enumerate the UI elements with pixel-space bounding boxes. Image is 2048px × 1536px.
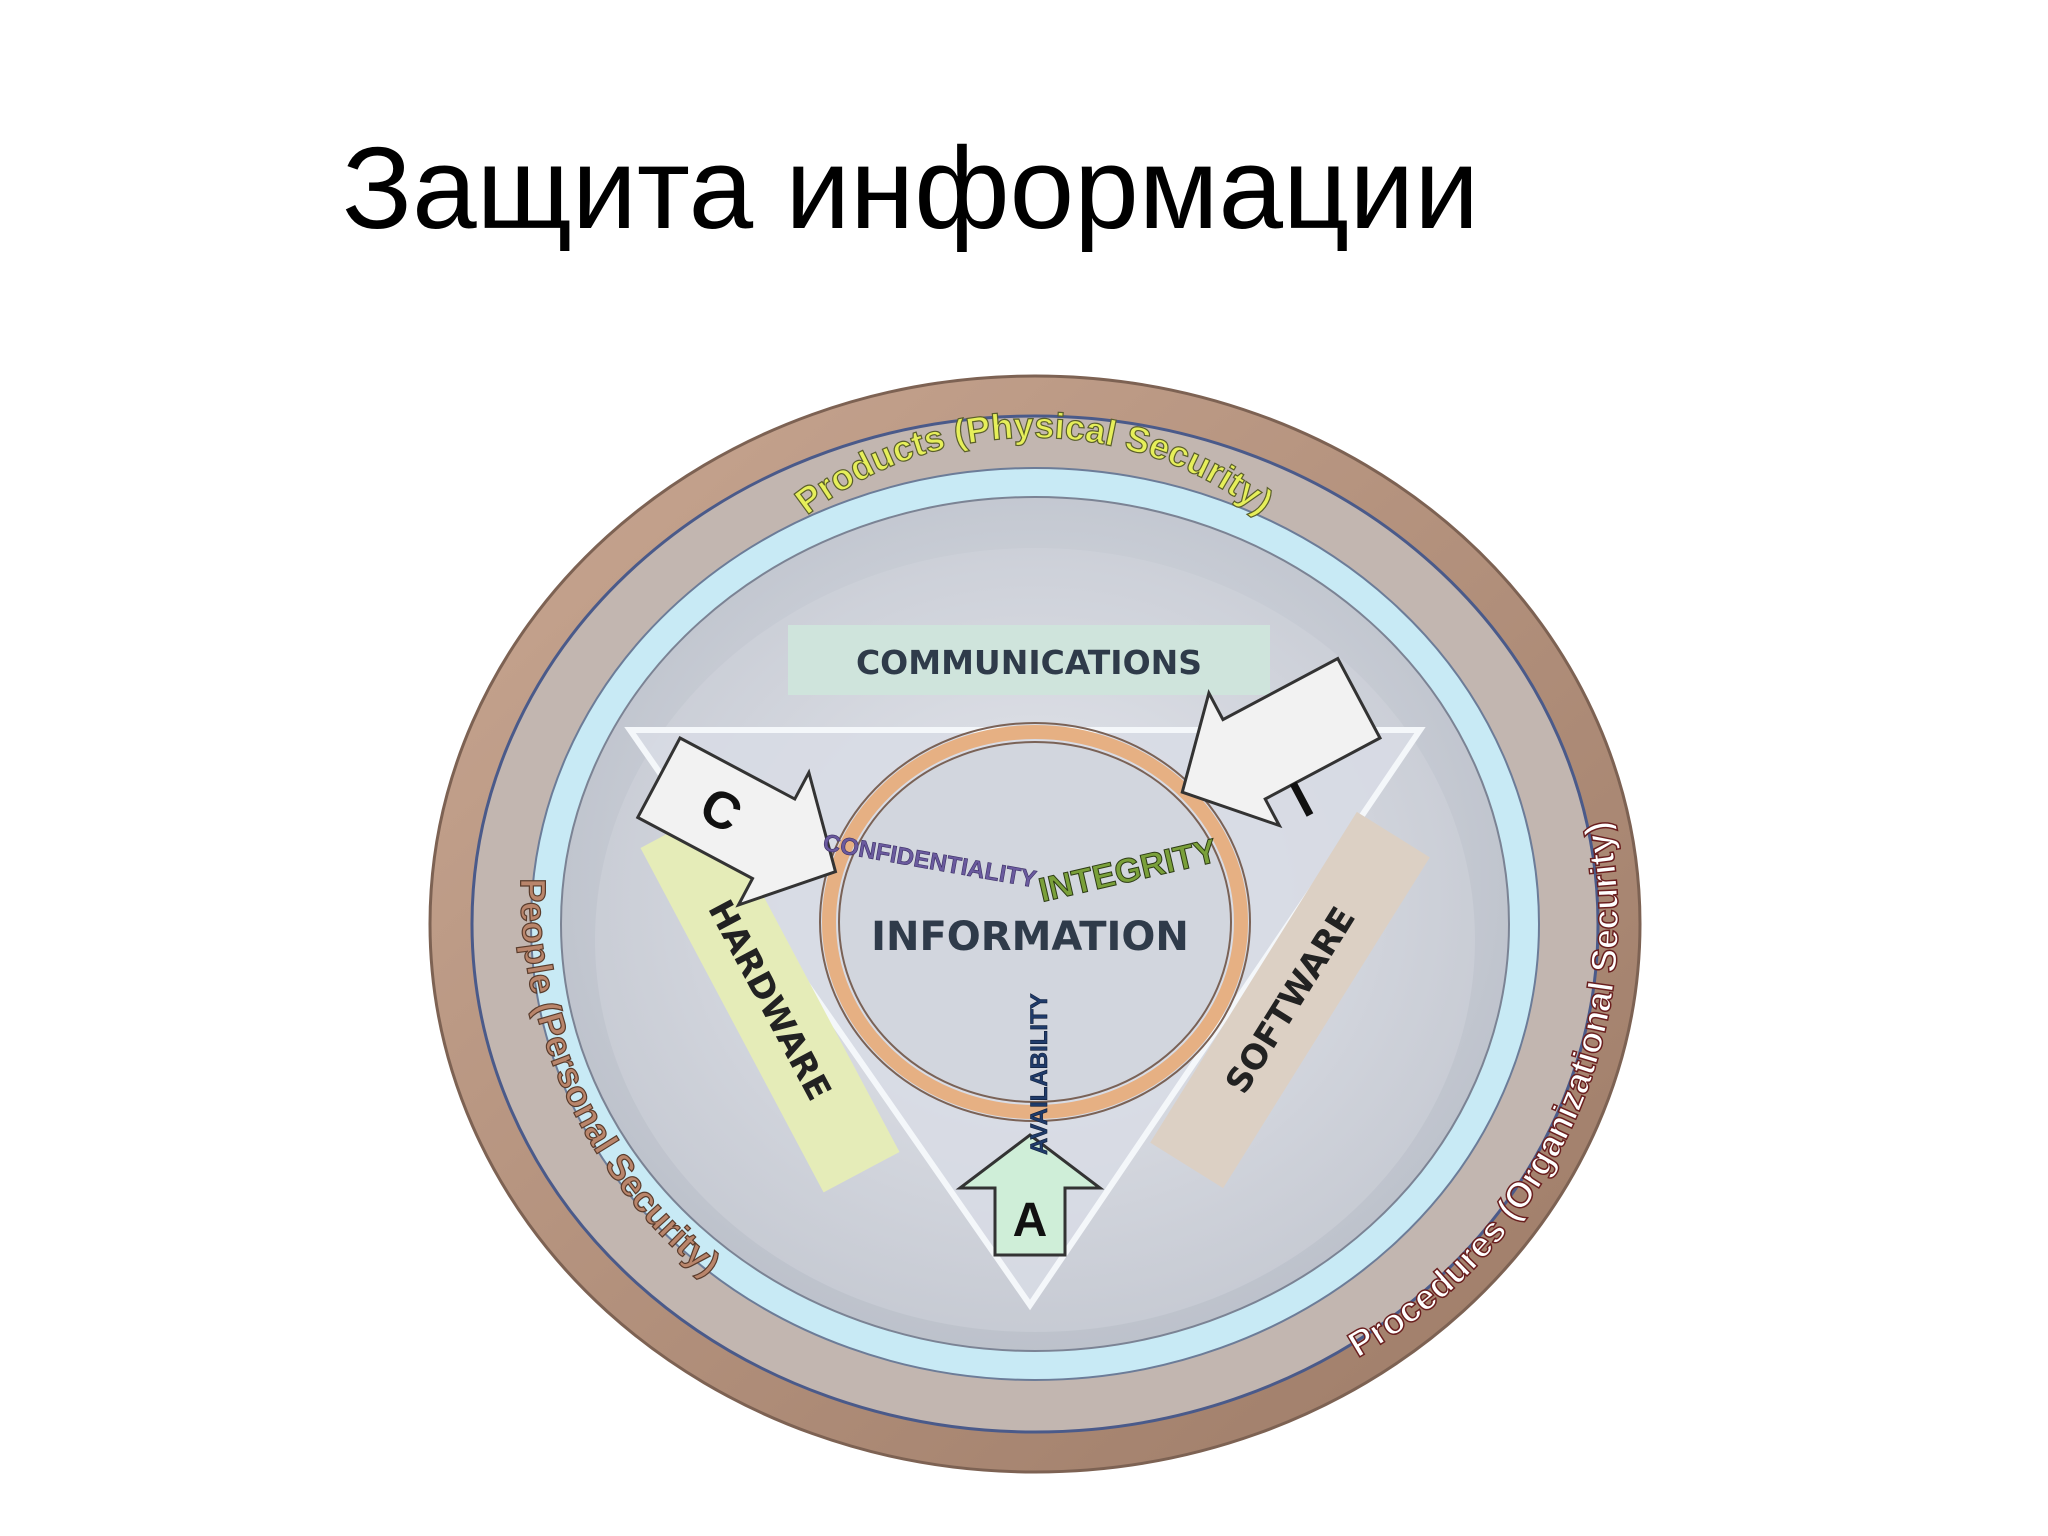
availability-label: AVAILABILITY <box>1026 993 1053 1155</box>
information-ring <box>819 722 1251 1122</box>
information-label: INFORMATION <box>871 914 1189 960</box>
hardware-box <box>640 807 900 1193</box>
information-ring-band <box>822 725 1248 1119</box>
c-arrow <box>635 735 838 908</box>
slide-title: Защита информации <box>342 123 1480 253</box>
a-arrow <box>955 1133 1105 1257</box>
software-box <box>1150 811 1430 1189</box>
information-core <box>838 741 1232 1103</box>
communications-label: COMMUNICATIONS <box>856 643 1202 682</box>
communications-box <box>788 625 1270 695</box>
a-arrow-letter: A <box>1013 1194 1048 1247</box>
i-arrow <box>1180 656 1383 829</box>
